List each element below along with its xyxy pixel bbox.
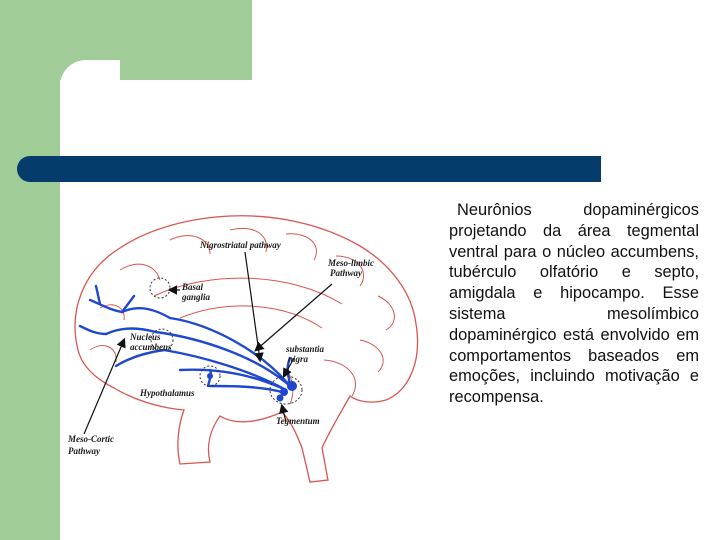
label-mesolimbic-2: Pathway — [330, 268, 363, 278]
content-corner — [60, 60, 120, 120]
label-nucleus-2: accumbens — [130, 342, 172, 352]
label-substantia-2: nigra — [288, 354, 309, 364]
pathway-nuclei — [207, 373, 297, 402]
label-arrows — [83, 251, 333, 435]
label-hypothalamus: Hypothalamus — [139, 388, 195, 398]
label-mesocortic-1: Meso-Cortic — [67, 434, 114, 444]
title-bar — [17, 156, 601, 182]
label-substantia-1: substantia — [285, 344, 325, 354]
brain-outline — [74, 215, 419, 483]
label-tegmentum: Tegmentum — [276, 416, 320, 426]
gyri-lines — [89, 228, 395, 405]
left-green-band — [0, 0, 60, 540]
label-mesocortic-2: Pathway — [68, 446, 101, 456]
label-mesolimbic-1: Meso-limbic — [327, 258, 374, 268]
label-basal-2: ganglia — [181, 292, 211, 302]
label-nucleus-1: Nucleus — [129, 332, 161, 342]
brain-diagram: Nigrostriatal pathway Meso-limbic Pathwa… — [67, 215, 419, 483]
label-basal-1: Basal — [181, 282, 204, 292]
label-nigrostriatal: Nigrostriatal pathway — [199, 240, 282, 250]
body-text: Neurônios dopaminérgicos projetando da á… — [449, 201, 699, 407]
top-green-block — [0, 0, 252, 80]
